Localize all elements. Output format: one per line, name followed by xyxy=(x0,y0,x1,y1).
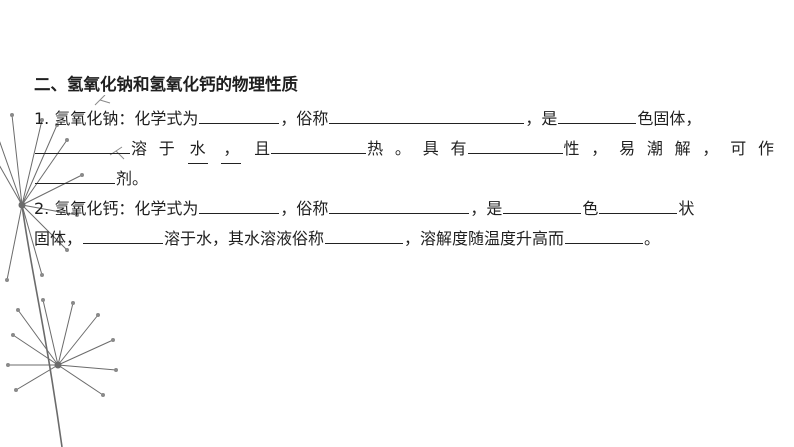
naoh-text-ju: 具 xyxy=(422,139,439,158)
naoh-text-ke: 可 xyxy=(730,139,747,158)
naoh-solid-label: 色固体， xyxy=(637,109,702,128)
naoh-text-comma-1: ， xyxy=(221,134,242,164)
caoh2-common-name-blank[interactable] xyxy=(329,194,470,214)
naoh-text-comma-3: ， xyxy=(702,139,719,158)
naoh-text-qie: 且 xyxy=(254,139,271,158)
caoh2-color-label: ，是 xyxy=(470,199,503,218)
naoh-agent-label: 剂。 xyxy=(116,169,149,188)
caoh2-end-period: 。 xyxy=(644,229,661,248)
naoh-color-blank[interactable] xyxy=(558,104,637,124)
caoh2-formula-label: 2. 氢氧化钙：化学式为 xyxy=(34,199,199,218)
caoh2-temp-label: ，溶解度随温度升高而 xyxy=(404,229,565,248)
caoh2-solution-label: 溶于水，其水溶液俗称 xyxy=(164,229,325,248)
caoh2-formula-blank[interactable] xyxy=(199,194,280,214)
naoh-text-yu: 于 xyxy=(158,139,175,158)
naoh-use-blank[interactable] xyxy=(35,164,115,184)
content-area: 二、氢氧化钠和氢氧化钙的物理性质 1. 氢氧化钠：化学式为，俗称，是色固体， 溶… xyxy=(34,74,774,254)
caoh2-shape-blank[interactable] xyxy=(599,194,678,214)
naoh-line-3: 剂。 xyxy=(34,164,774,194)
naoh-solubility-blank[interactable] xyxy=(35,134,130,154)
naoh-text-period: 。 xyxy=(394,139,411,158)
caoh2-solubility-blank[interactable] xyxy=(83,224,164,244)
naoh-color-label: ，是 xyxy=(525,109,558,128)
caoh2-solid-label: 固体， xyxy=(34,229,83,248)
naoh-text-re: 热 xyxy=(367,139,384,158)
dandelion-decoration-icon xyxy=(0,95,125,447)
naoh-heat-blank[interactable] xyxy=(271,134,367,154)
naoh-common-name-label: ，俗称 xyxy=(280,109,329,128)
naoh-line-2: 溶 于 水 ， 且 热 。 具 有 性 ， 易 潮 解 ， 可 作 xyxy=(34,134,774,164)
naoh-line-1: 1. 氢氧化钠：化学式为 ，俗称 ，是 色固体， xyxy=(34,104,774,134)
caoh2-color-suffix: 色 xyxy=(582,199,599,218)
caoh2-solution-name-blank[interactable] xyxy=(325,224,404,244)
naoh-formula-blank[interactable] xyxy=(199,104,280,124)
naoh-text-rong: 溶 xyxy=(131,139,148,158)
naoh-text-jie: 解 xyxy=(674,139,691,158)
naoh-text-yi: 易 xyxy=(619,139,636,158)
caoh2-line-1: 2. 氢氧化钙：化学式为 ，俗称 ，是 色 状 xyxy=(34,194,774,224)
naoh-common-name-blank[interactable] xyxy=(329,104,525,124)
naoh-formula-label: 1. 氢氧化钠：化学式为 xyxy=(34,109,199,128)
caoh2-line-2: 固体， 溶于水，其水溶液俗称 ，溶解度随温度升高而 。 xyxy=(34,224,774,254)
caoh2-shape-suffix: 状 xyxy=(678,199,695,218)
caoh2-temp-trend-blank[interactable] xyxy=(565,224,644,244)
naoh-text-shui: 水 xyxy=(187,134,208,164)
section-heading: 二、氢氧化钠和氢氧化钙的物理性质 xyxy=(34,75,298,94)
naoh-text-chao: 潮 xyxy=(646,139,663,158)
naoh-property-blank[interactable] xyxy=(467,134,563,154)
naoh-text-you: 有 xyxy=(450,139,467,158)
caoh2-common-name-label: ，俗称 xyxy=(280,199,329,218)
caoh2-color-blank[interactable] xyxy=(503,194,582,214)
naoh-text-xing: 性 xyxy=(563,139,580,158)
naoh-text-zuo: 作 xyxy=(757,139,774,158)
naoh-text-comma-2: ， xyxy=(591,139,608,158)
